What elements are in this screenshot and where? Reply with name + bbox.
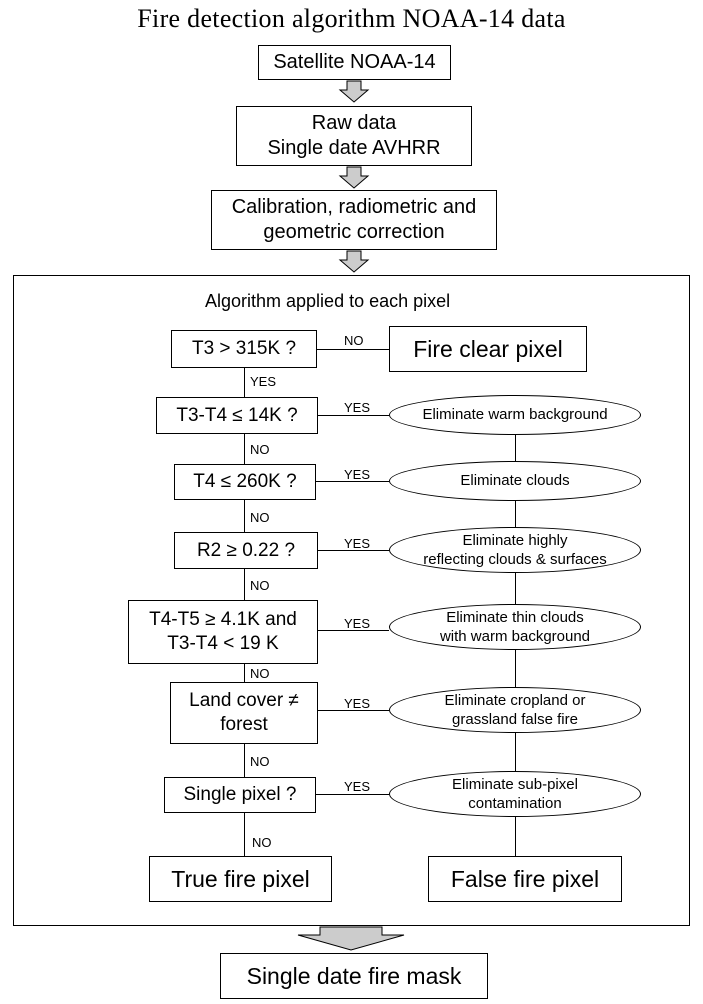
oval-thin-clouds: Eliminate thin clouds with warm backgrou… <box>389 604 641 650</box>
yes-label: YES <box>344 536 371 551</box>
connector-h <box>318 630 389 631</box>
no-label: NO <box>250 754 270 769</box>
yes-label: YES <box>344 616 371 631</box>
no-label: NO <box>344 333 364 348</box>
connector-v <box>244 813 245 856</box>
connector-v <box>244 434 245 464</box>
diagram-title: Fire detection algorithm NOAA-14 data <box>137 4 566 33</box>
test-land-cover: Land cover ≠ forest <box>170 682 318 744</box>
down-arrow-1 <box>338 80 370 103</box>
down-arrow-2 <box>338 166 370 189</box>
connector-v <box>515 817 516 856</box>
fire-clear-box: Fire clear pixel <box>389 326 587 372</box>
connector-h <box>316 481 389 482</box>
connector-v <box>515 501 516 527</box>
satellite-box: Satellite NOAA-14 <box>258 45 451 80</box>
oval-warm-background: Eliminate warm background <box>389 395 641 435</box>
false-fire-box: False fire pixel <box>428 856 622 902</box>
test-r2: R2 ≥ 0.22 ? <box>174 532 318 569</box>
true-fire-box: True fire pixel <box>149 856 332 902</box>
yes-label: YES <box>344 467 371 482</box>
test-single-pixel: Single pixel ? <box>164 777 316 813</box>
yes-label: YES <box>344 779 371 794</box>
no-label: NO <box>250 666 270 681</box>
connector-h <box>318 550 389 551</box>
connector-h <box>318 415 389 416</box>
no-label: NO <box>250 510 270 525</box>
connector-v <box>244 664 245 682</box>
test-t4: T4 ≤ 260K ? <box>174 464 316 500</box>
down-arrow-3 <box>338 250 370 273</box>
oval-highly-reflecting: Eliminate highly reflecting clouds & sur… <box>389 527 641 573</box>
connector-v <box>244 500 245 532</box>
down-arrow-wide <box>297 926 405 951</box>
connector-v <box>244 744 245 777</box>
fire-mask-box: Single date fire mask <box>220 953 488 999</box>
connector-h <box>316 794 389 795</box>
connector-v <box>515 650 516 687</box>
connector-v <box>244 569 245 600</box>
connector-v <box>515 435 516 461</box>
oval-clouds: Eliminate clouds <box>389 461 641 501</box>
connector-v <box>244 368 245 397</box>
oval-cropland: Eliminate cropland or grassland false fi… <box>389 687 641 733</box>
raw-data-box: Raw data Single date AVHRR <box>236 106 472 166</box>
connector-v <box>515 733 516 771</box>
connector-v <box>515 573 516 604</box>
panel-title: Algorithm applied to each pixel <box>205 291 451 311</box>
oval-subpixel: Eliminate sub-pixel contamination <box>389 771 641 817</box>
yes-label: YES <box>344 696 371 711</box>
yes-label: YES <box>250 374 277 389</box>
calibration-box: Calibration, radiometric and geometric c… <box>211 190 497 250</box>
connector-h <box>317 349 389 350</box>
test-t3: T3 > 315K ? <box>171 330 317 368</box>
yes-label: YES <box>344 400 371 415</box>
no-label: NO <box>250 442 270 457</box>
test-t3-t4: T3-T4 ≤ 14K ? <box>156 397 318 434</box>
no-label: NO <box>252 835 272 850</box>
no-label: NO <box>250 578 270 593</box>
test-t4-t5: T4-T5 ≥ 4.1K and T3-T4 < 19 K <box>128 600 318 664</box>
connector-h <box>318 710 389 711</box>
algorithm-panel <box>13 275 690 926</box>
